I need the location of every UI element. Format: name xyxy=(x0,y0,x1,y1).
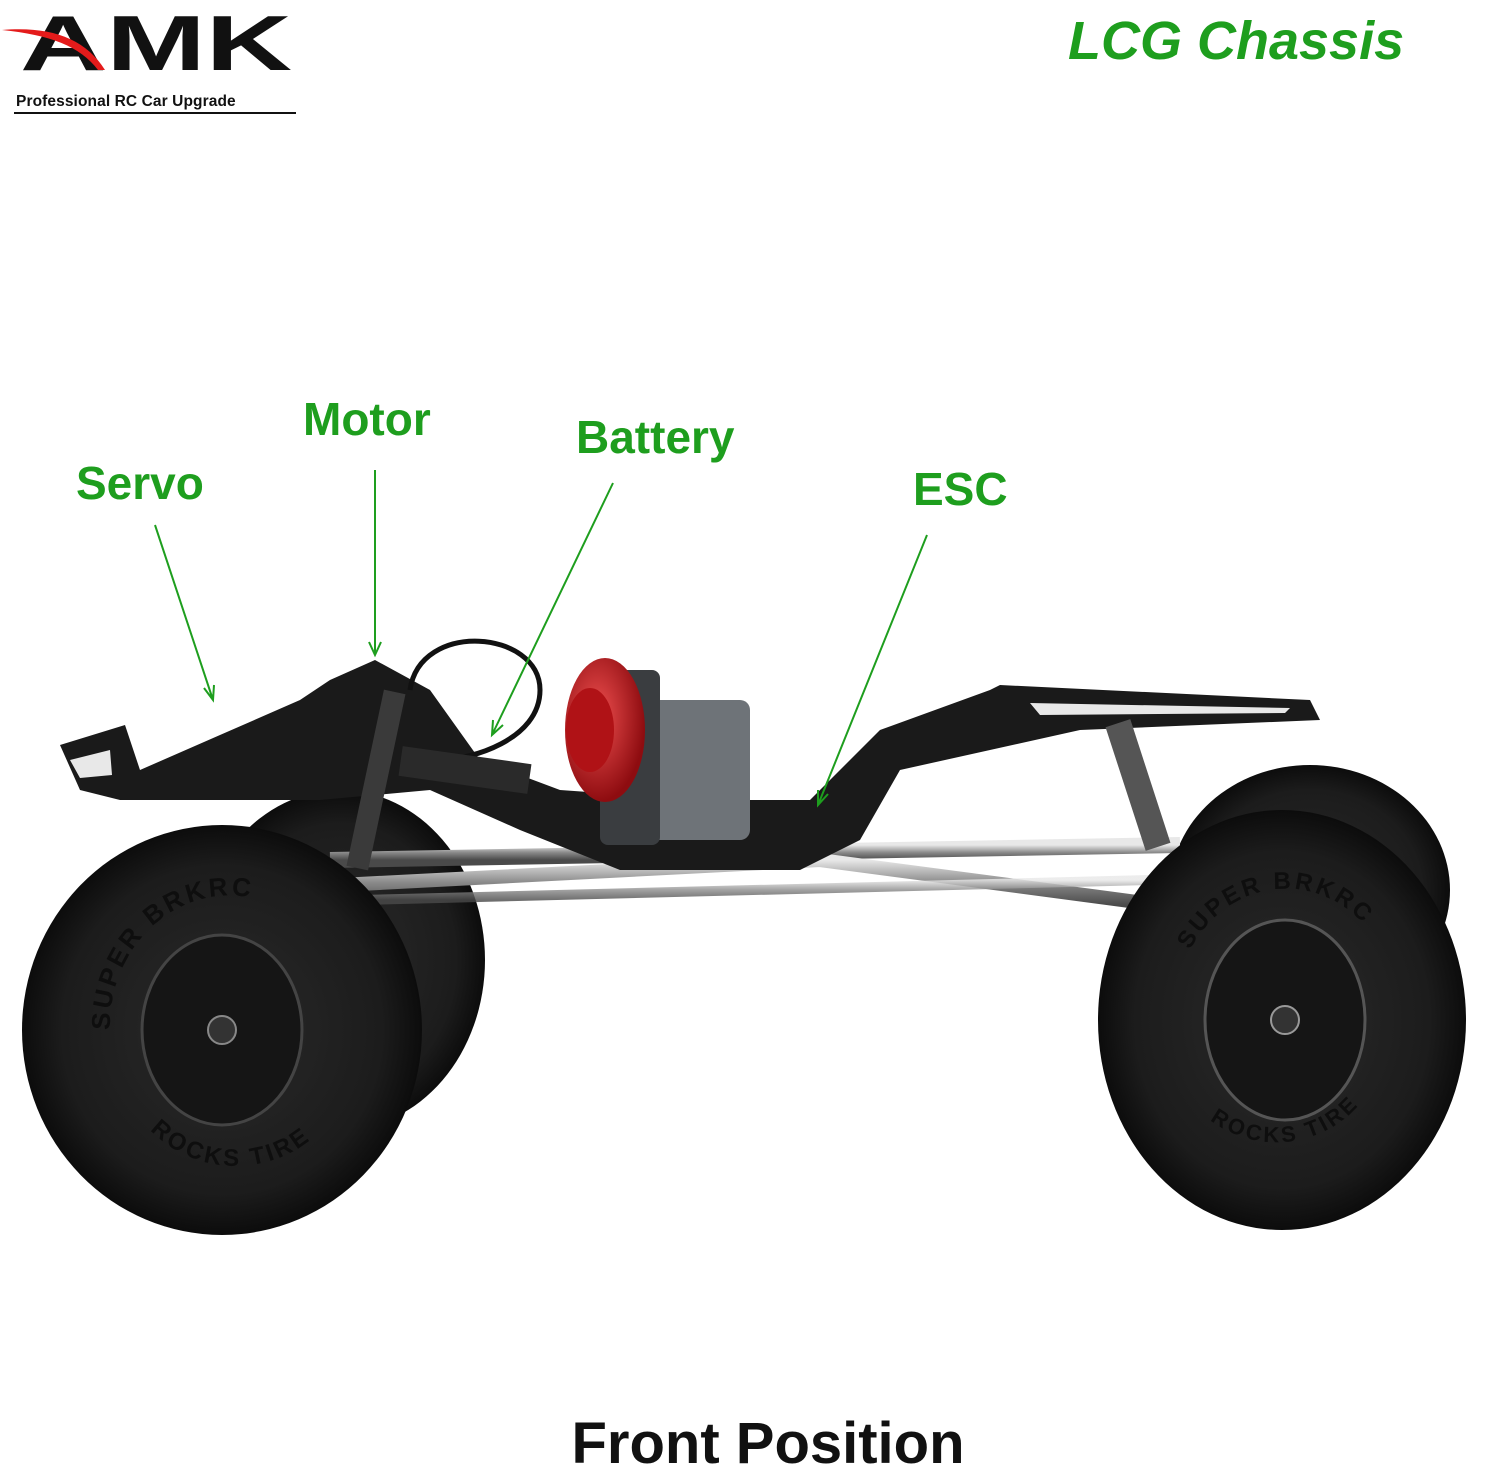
front-right-hub xyxy=(1270,1005,1300,1035)
motor-arrow xyxy=(368,470,382,658)
label-battery: Battery xyxy=(576,411,735,463)
link-rod xyxy=(359,875,1151,905)
front-shock xyxy=(346,689,406,871)
motor-wire xyxy=(407,638,543,763)
red-motor-face xyxy=(566,688,614,772)
logo-brand: AMK xyxy=(20,0,292,87)
esc-arrow xyxy=(817,534,928,808)
logo-swoosh xyxy=(2,29,105,70)
servo-arrow xyxy=(154,524,215,703)
battery-tray xyxy=(398,746,532,794)
amk-logo: AMK xyxy=(2,0,292,87)
chassis-cutouts xyxy=(70,703,1290,778)
chassis-rail xyxy=(60,660,1320,870)
label-esc: ESC xyxy=(913,463,1008,515)
rear-shock xyxy=(1105,719,1171,851)
label-servo: Servo xyxy=(76,457,204,509)
page-title: LCG Chassis xyxy=(1068,11,1405,71)
battery-arrow xyxy=(490,482,614,738)
caption: Front Position xyxy=(571,1411,965,1476)
logo-underline xyxy=(14,112,296,114)
front-left-hub xyxy=(207,1015,237,1045)
label-motor: Motor xyxy=(303,393,431,445)
logo-tagline: Professional RC Car Upgrade xyxy=(16,93,236,110)
